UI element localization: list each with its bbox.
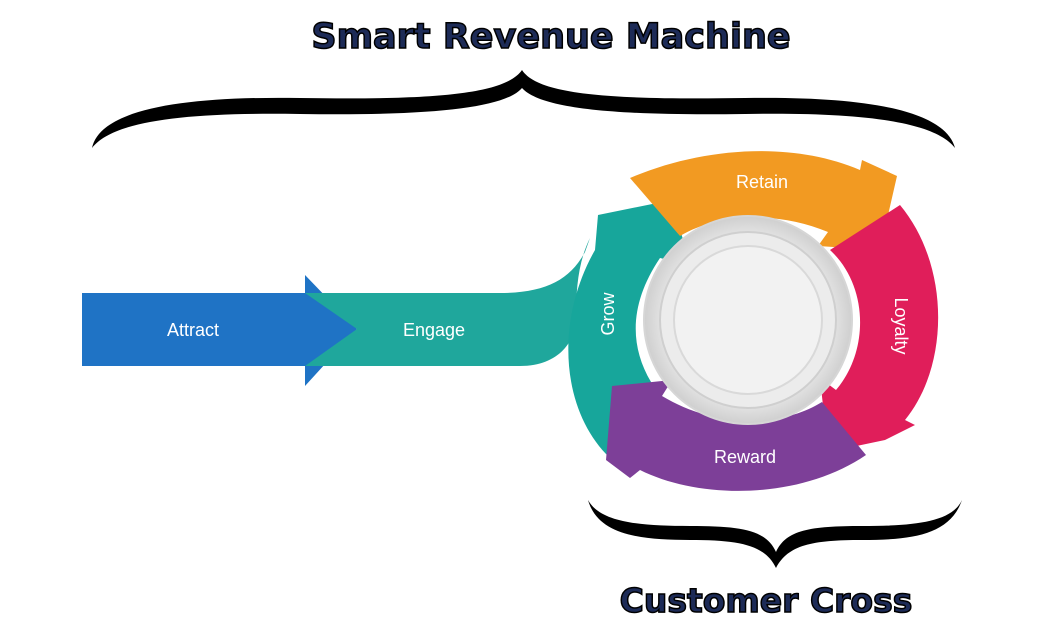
diagram-title: Smart Revenue Machine [311, 17, 790, 57]
attract-label: Attract [167, 320, 219, 340]
bottom-curly-brace [588, 500, 962, 568]
top-curly-brace [92, 70, 955, 148]
engage-label: Engage [403, 320, 465, 340]
reward-label: Reward [714, 447, 776, 467]
diagram-subtitle: Customer Cross [620, 581, 913, 620]
inner-circle [673, 245, 823, 395]
attract-arrow [82, 275, 357, 386]
grow-label: Grow [598, 292, 618, 336]
retain-arrow [630, 151, 897, 250]
loyalty-label: Loyalty [891, 297, 911, 354]
retain-label: Retain [736, 172, 788, 192]
loyalty-arrow [820, 205, 939, 452]
reward-arrow [606, 380, 866, 491]
engage-arrow [305, 238, 590, 366]
grow-arrow [568, 200, 690, 458]
